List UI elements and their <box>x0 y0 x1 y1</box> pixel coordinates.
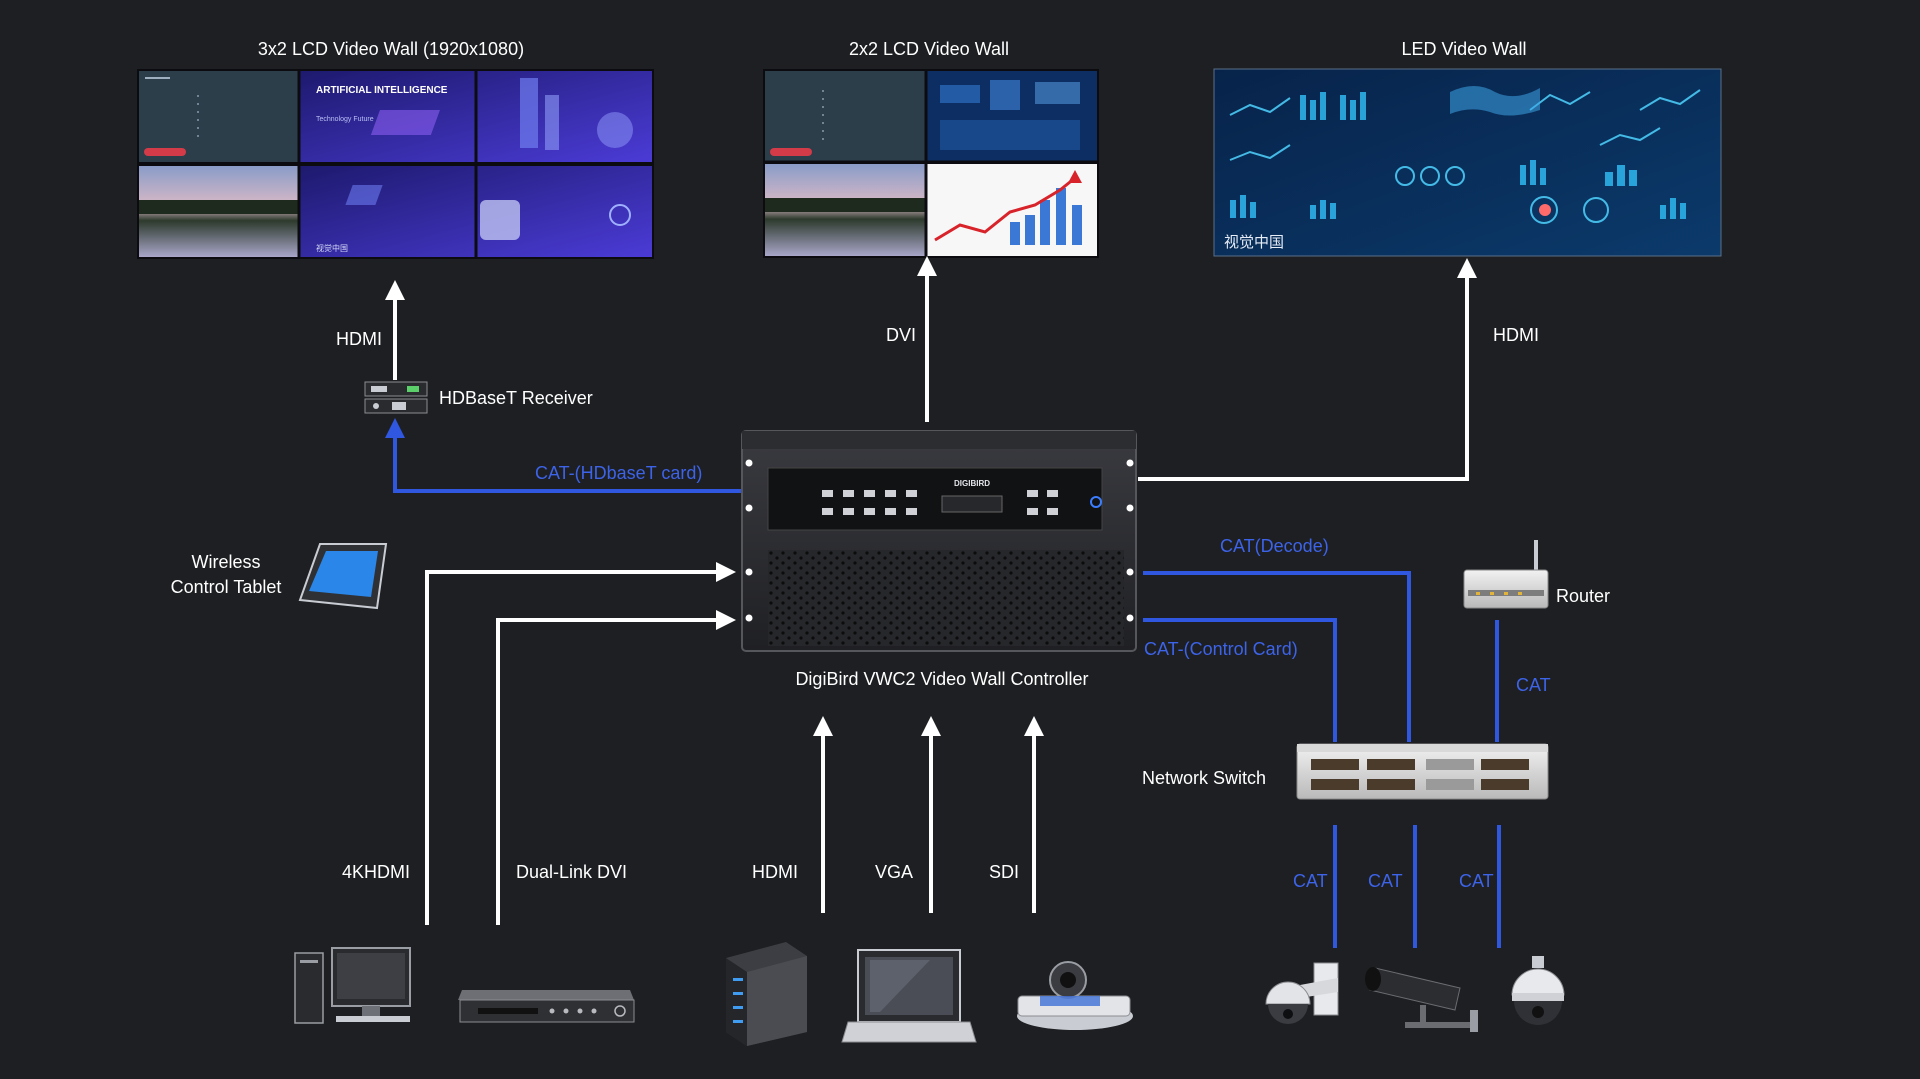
input-dual-dvi-link <box>496 610 736 925</box>
label-input-dual-dvi: Dual-Link DVI <box>516 862 627 882</box>
label-input-hdmi: HDMI <box>752 862 798 882</box>
dvd-player-icon <box>458 990 635 1023</box>
led-wall-title: LED Video Wall <box>1401 39 1526 59</box>
tablet-label-line1: Wireless <box>191 552 260 572</box>
led-wall-footer: 视觉中国 <box>1224 234 1284 251</box>
router-icon <box>1463 540 1549 609</box>
bullet-camera-icon <box>1365 967 1478 1032</box>
tablet-label-line2: Control Tablet <box>171 577 282 597</box>
desktop-pc-icon <box>294 947 411 1024</box>
hdmi-link-led <box>1138 258 1477 481</box>
label-cam-cat-3: CAT <box>1459 871 1494 891</box>
hdbaset-receiver-label: HDBaseT Receiver <box>439 388 593 408</box>
wireless-tablet-icon <box>298 543 388 610</box>
label-cam-cat-1: CAT <box>1293 871 1328 891</box>
controller-label: DigiBird VWC2 Video Wall Controller <box>795 669 1088 689</box>
network-switch-label: Network Switch <box>1142 768 1266 788</box>
ptz-camera-icon <box>1511 956 1565 1025</box>
lcd-3x2-panel-footer: 视觉中国 <box>316 243 348 253</box>
lcd-3x2-title: 3x2 LCD Video Wall (1920x1080) <box>258 39 524 59</box>
label-input-sdi: SDI <box>989 862 1019 882</box>
input-4khdmi-link <box>425 562 736 925</box>
ai-panel-title: ARTIFICIAL INTELLIGENCE <box>316 85 448 96</box>
router-label: Router <box>1556 586 1610 606</box>
label-hdmi-top-left: HDMI <box>336 329 382 349</box>
cat-decode-link <box>1143 571 1411 742</box>
label-input-4khdmi: 4KHDMI <box>342 862 410 882</box>
conference-camera-icon <box>1017 961 1133 1030</box>
label-cat-router: CAT <box>1516 675 1551 695</box>
label-dvi-top: DVI <box>886 325 916 345</box>
lcd-3x2-video-wall: ARTIFICIAL INTELLIGENCE Technology Futur… <box>137 69 654 259</box>
label-input-vga: VGA <box>875 862 913 882</box>
laptop-icon <box>841 949 977 1043</box>
label-cam-cat-2: CAT <box>1368 871 1403 891</box>
label-cat-hdbaset: CAT-(HDbaseT card) <box>535 463 702 483</box>
video-wall-controller: DIGIBIRD <box>741 430 1137 652</box>
cat-control-link <box>1143 618 1337 742</box>
lcd-2x2-video-wall <box>763 69 1099 258</box>
dome-camera-icon <box>1265 962 1339 1024</box>
label-cat-decode: CAT(Decode) <box>1220 536 1329 556</box>
led-video-wall: 视觉中国 <box>1213 68 1722 257</box>
label-cat-control: CAT-(Control Card) <box>1144 639 1298 659</box>
controller-brand: DIGIBIRD <box>954 479 990 488</box>
server-tower-icon <box>726 942 807 1046</box>
hdbaset-receiver-icon <box>364 381 428 414</box>
ai-panel-subtitle: Technology Future <box>316 116 374 123</box>
cat-hdbaset-link <box>385 418 742 493</box>
lcd-2x2-title: 2x2 LCD Video Wall <box>849 39 1009 59</box>
label-hdmi-top-right: HDMI <box>1493 325 1539 345</box>
network-switch-icon <box>1296 743 1549 800</box>
